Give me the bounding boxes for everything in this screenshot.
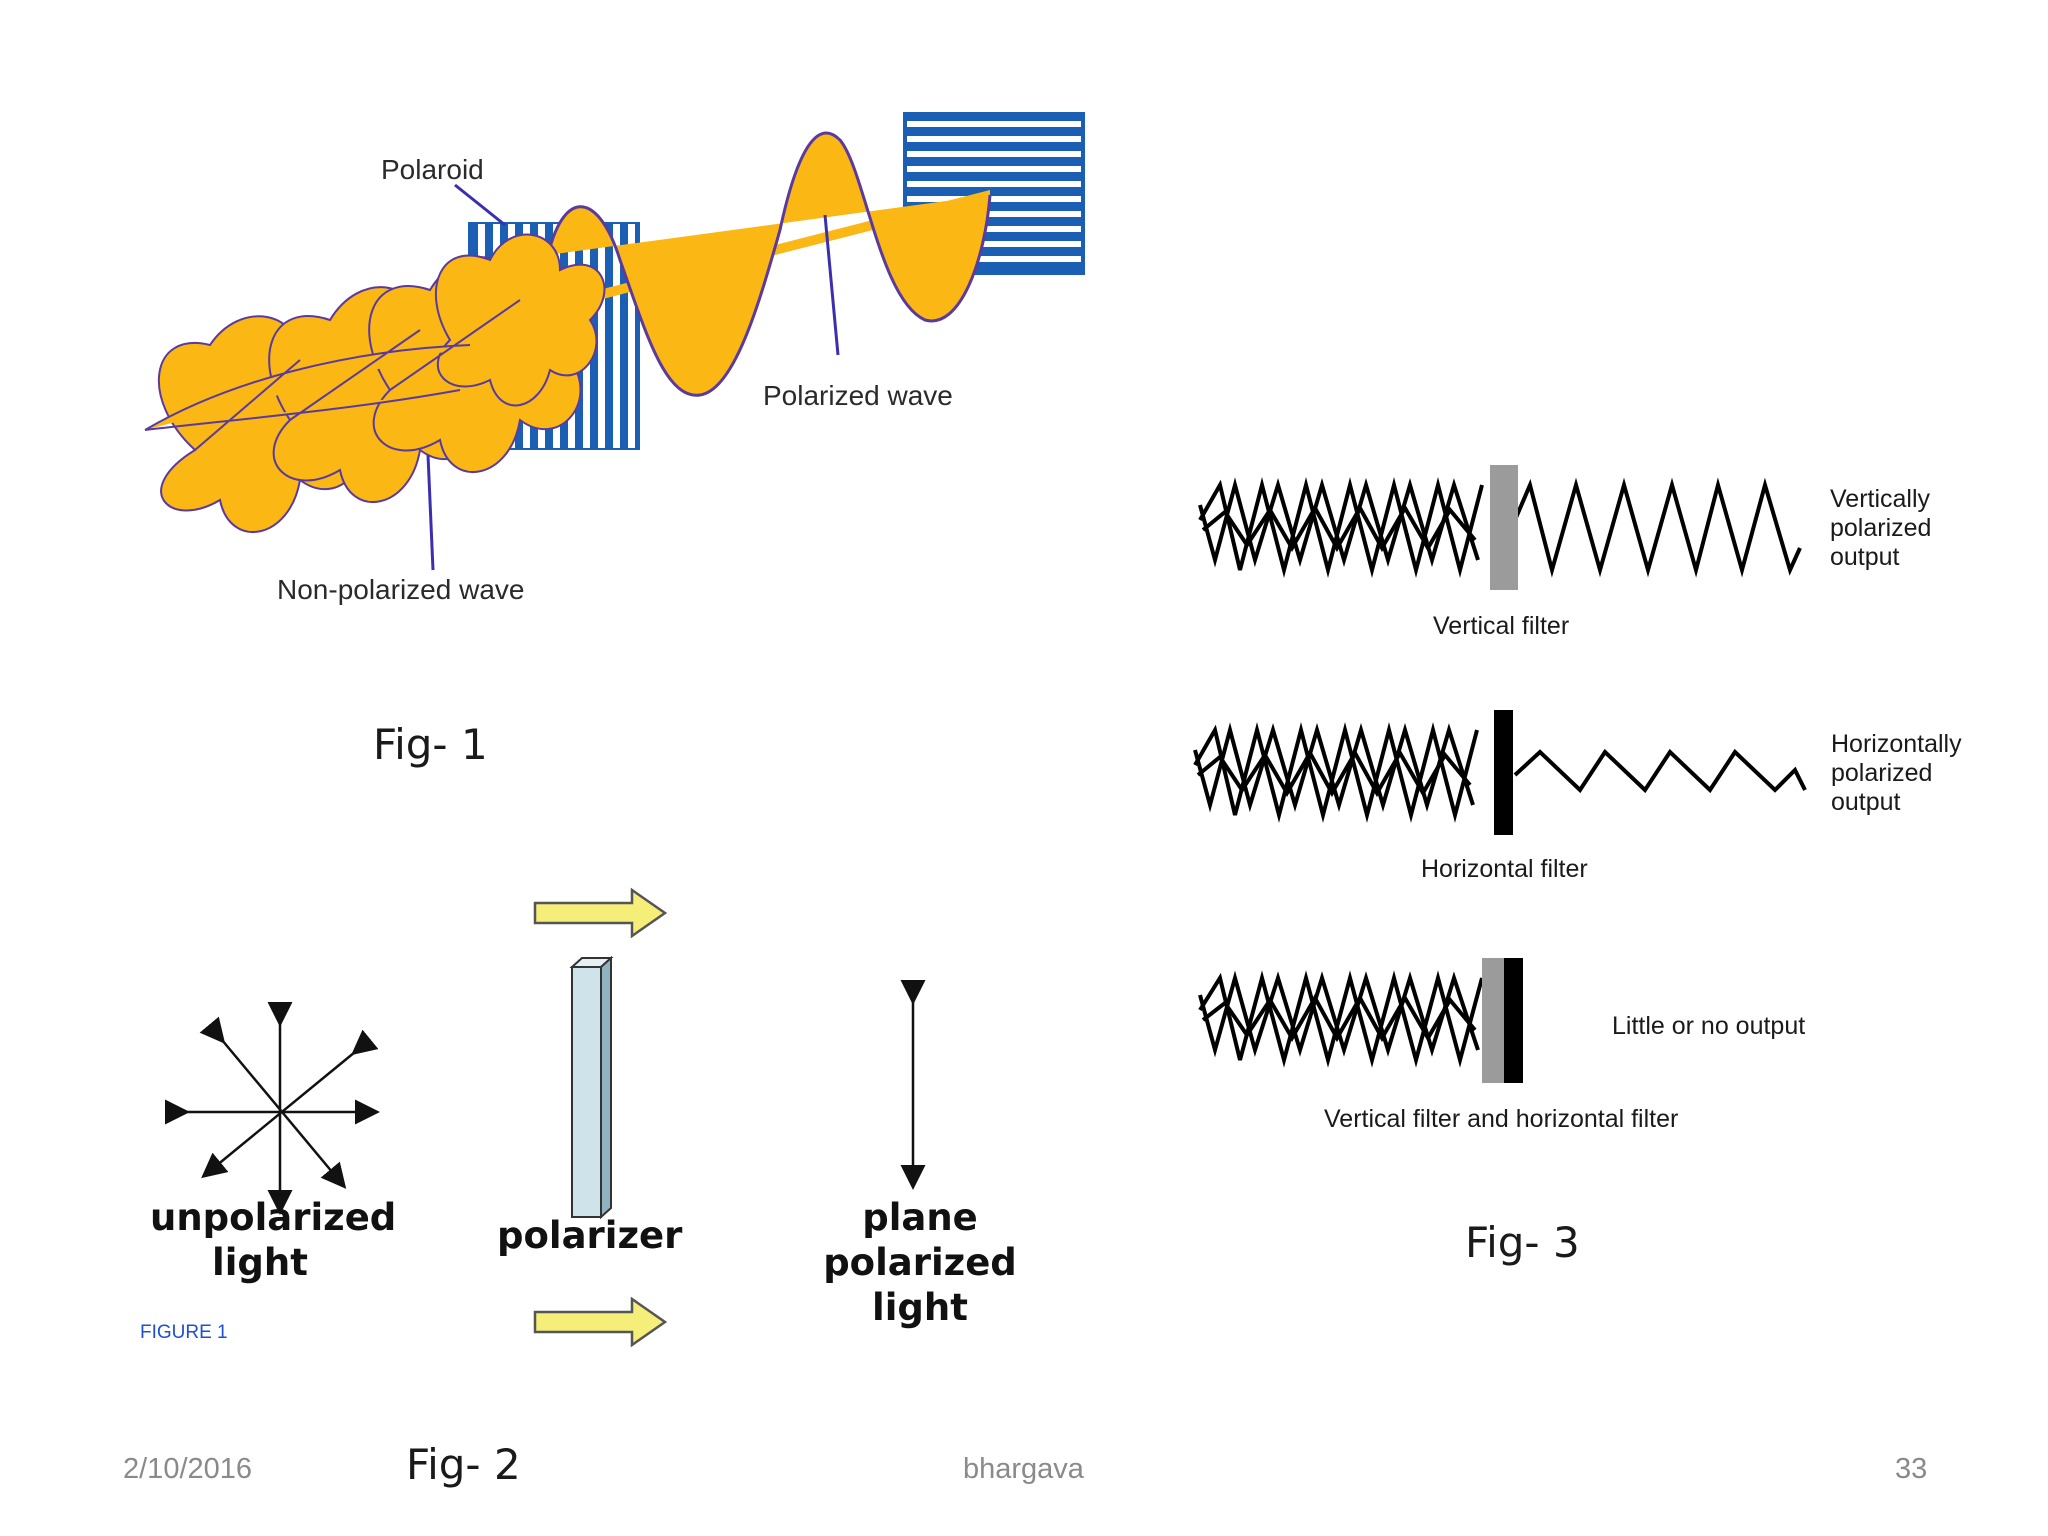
polaroid-horizontal-grid	[903, 112, 1085, 275]
row3-filter-label: Vertical filter and horizontal filter	[1324, 1105, 1679, 1133]
polaroid-label: Polaroid	[381, 154, 484, 185]
plane-polarized-light-label: plane polarized light	[823, 1196, 1017, 1329]
light-direction-arrows	[533, 887, 668, 1348]
fig3-row2	[1193, 722, 1807, 823]
footer-page-number: 33	[1895, 1453, 1928, 1485]
unpolarized-star	[165, 1002, 380, 1215]
nonpolarized-wave	[144, 233, 606, 534]
vertical-filter-1	[1490, 465, 1518, 590]
row1-output-label: Vertically polarized output	[1830, 485, 1932, 571]
fig3-row3	[1198, 970, 1484, 1068]
fig1-leader-lines	[426, 183, 840, 571]
row2-output-label: Horizontally polarized output	[1831, 730, 1962, 816]
row3-output-label: Little or no output	[1612, 1012, 1806, 1040]
horizontal-filter-2	[1494, 710, 1513, 835]
horizontal-filter-3	[1504, 958, 1523, 1083]
fig2-caption: Fig- 2	[406, 1440, 521, 1489]
fig3-caption: Fig- 3	[1465, 1218, 1580, 1267]
figure-tag: FIGURE 1	[140, 1322, 228, 1343]
fig3-row1	[1198, 477, 1802, 578]
footer-author: bhargava	[963, 1453, 1084, 1485]
row1-filter-label: Vertical filter	[1433, 612, 1570, 640]
polarized-wave-label: Polarized wave	[763, 380, 953, 411]
unpolarized-light-label: unpolarized light	[150, 1196, 397, 1284]
footer-date: 2/10/2016	[123, 1453, 253, 1485]
fig1-caption: Fig- 1	[373, 720, 488, 769]
vertical-filter-3	[1482, 958, 1504, 1083]
polarized-wave	[546, 131, 992, 397]
row2-filter-label: Horizontal filter	[1421, 855, 1588, 883]
nonpolarized-wave-label: Non-polarized wave	[277, 574, 525, 605]
polarizer-label: polarizer	[497, 1214, 683, 1257]
polarizer-slab	[569, 955, 614, 1220]
